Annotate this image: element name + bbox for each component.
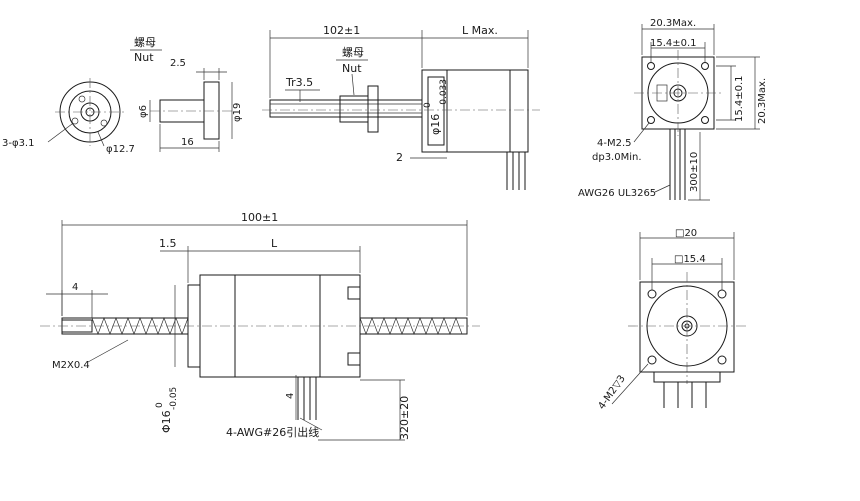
top-front-view: 20.3Max. 15.4±0.1 15.4±0.1 20.3Max. 4-M2… [578,18,768,201]
top-nut-label-en: Nut [342,62,362,75]
bf-pitch-dim: □15.4 [674,254,706,265]
bottom-body-tol-lower: -0.05 [169,387,179,410]
top-l-dim: L Max. [462,24,498,37]
front-height-dim: 20.3Max. [757,78,768,124]
front-width-dim: 20.3Max. [650,18,696,29]
top-side-view: 102±1 L Max. Tr3.5 螺母 Nut φ16 0 -0.033 2 [262,24,540,190]
nut-end-view [55,78,125,146]
bottom-front-view: □20 □15.4 4-M2▽3 [596,228,746,412]
front-pitch-h-dim: 15.4±0.1 [650,38,697,49]
nut-side-view: 2.5 16 φ6 φ19 [138,58,243,152]
thread-dim: Tr3.5 [285,76,313,89]
top-body-tol-upper: 0 [423,102,433,108]
bottom-side-view: 100±1 1.5 L 4 M2X0.4 Φ16 0 -0.05 4 4-AWG… [40,211,480,441]
bottom-l-dim: L [271,237,278,250]
front-holes-dim: 4-M2.5 [597,138,632,149]
top-nut-label-cn: 螺母 [342,46,364,59]
bottom-step-dim: 1.5 [159,237,177,250]
svg-text:螺母: 螺母 [134,36,156,49]
bottom-body-tol-upper: 0 [155,402,165,408]
bf-holes-dim: 4-M2▽3 [596,373,627,411]
top-step-dim: 2 [396,151,403,164]
svg-text:Nut: Nut [134,51,154,64]
front-pitch-v-dim: 15.4±0.1 [734,75,745,122]
top-body-dia-dim: φ16 [429,114,442,135]
top-total-dim: 102±1 [323,24,360,37]
bottom-lead-offset-dim: 4 [285,393,296,399]
bottom-leads-label: 4-AWG#26引出线 [226,425,319,439]
nut-flange-dia-dim: φ19 [232,103,243,122]
front-lead-len-dim: 300±10 [689,152,700,192]
bf-square-dim: □20 [675,228,697,239]
nut-shaft-dim: φ6 [138,105,149,118]
front-wire-label: AWG26 UL3265 [578,188,656,199]
bottom-tip-dim: 4 [72,282,78,293]
top-body-tol-lower: -0.033 [439,79,449,108]
bottom-tip-thread: M2X0.4 [52,360,90,371]
bottom-total-dim: 100±1 [241,211,278,224]
front-depth-dim: dp3.0Min. [592,152,642,163]
bottom-body-dia-dim: Φ16 [160,410,173,433]
nut-pcd-dim: φ12.7 [106,144,135,155]
nut-holes-dim: 3-φ3.1 [2,138,34,149]
nut-flange-thk-dim: 2.5 [170,58,186,69]
bottom-lead-len-dim: 320±20 [398,396,411,440]
nut-length-dim: 16 [181,137,194,148]
nut-label: 螺母 Nut [130,36,162,64]
